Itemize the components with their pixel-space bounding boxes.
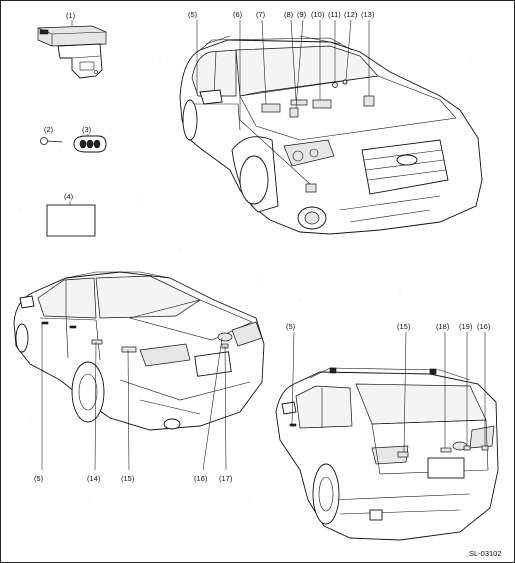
part-8	[290, 99, 308, 106]
callout-15c: (15)	[397, 322, 411, 331]
figure-code: SL-03102	[469, 549, 502, 558]
suv-rear-view: (5) (15) (18) (19) (16)	[275, 322, 499, 541]
background-texture	[19, 19, 491, 521]
callout-5b: (5)	[34, 474, 44, 483]
part-7	[261, 103, 281, 113]
part-13	[363, 95, 375, 107]
callout-17: (17)	[219, 474, 233, 483]
part-16c	[481, 445, 489, 451]
callout-18: (18)	[436, 322, 450, 331]
part-3-key-fob: (3)	[73, 125, 107, 153]
part-12	[342, 79, 348, 85]
callout-9: (9)	[297, 10, 307, 19]
part-18	[440, 447, 452, 453]
suv-front-view: (5) (6) (7) (8) (9) (10) (11) (12) (13)	[179, 10, 483, 235]
callout-10: (10)	[311, 10, 325, 19]
part-10	[312, 99, 332, 109]
callout-19: (19)	[459, 322, 473, 331]
callout-2: (2)	[44, 125, 54, 134]
part-15c	[397, 451, 409, 458]
callout-1: (1)	[66, 11, 76, 20]
callout-14: (14)	[87, 474, 101, 483]
callout-5c: (5)	[286, 322, 296, 331]
callout-7: (7)	[256, 10, 266, 19]
part-4-card: (4)	[46, 192, 96, 237]
part-19	[463, 445, 471, 451]
callout-16b: (16)	[194, 474, 208, 483]
part-9	[289, 107, 299, 118]
sedan-rear-view: (5) (14) (15) (16) (17)	[13, 271, 265, 483]
part-16b	[217, 332, 233, 342]
part-6	[305, 183, 317, 193]
callout-13: (13)	[361, 10, 375, 19]
callout-15b: (15)	[121, 474, 135, 483]
part-11	[332, 82, 338, 88]
callout-8: (8)	[284, 10, 294, 19]
part-14	[91, 339, 103, 345]
callout-3: (3)	[82, 125, 92, 134]
callout-12: (12)	[344, 10, 358, 19]
callout-6: (6)	[233, 10, 243, 19]
part-1-control-module: (1)	[37, 11, 107, 79]
part-2-key-blade: (2)	[40, 125, 63, 145]
callout-16c: (16)	[477, 322, 491, 331]
callout-11: (11)	[328, 10, 341, 19]
callout-4: (4)	[64, 192, 74, 201]
callout-5: (5)	[188, 10, 198, 19]
part-15b	[121, 346, 137, 353]
